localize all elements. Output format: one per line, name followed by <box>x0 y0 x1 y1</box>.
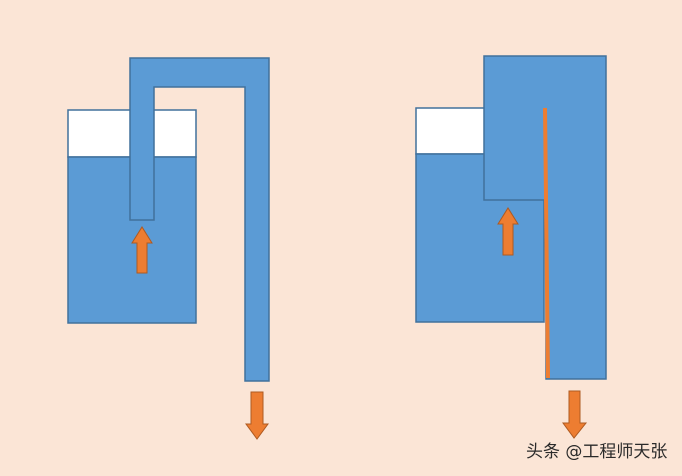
left-siphon-tube <box>129 57 270 382</box>
right-divider-wall <box>543 107 550 379</box>
right-up-arrow <box>497 207 519 256</box>
left-down-arrow <box>245 391 269 440</box>
left-siphon-setup <box>67 57 270 440</box>
left-up-arrow <box>131 226 153 274</box>
right-siphon-setup <box>415 55 607 439</box>
watermark-text: 头条 @工程师天张 <box>526 442 668 462</box>
right-siphon-channel <box>483 55 607 380</box>
right-down-arrow <box>562 390 588 439</box>
